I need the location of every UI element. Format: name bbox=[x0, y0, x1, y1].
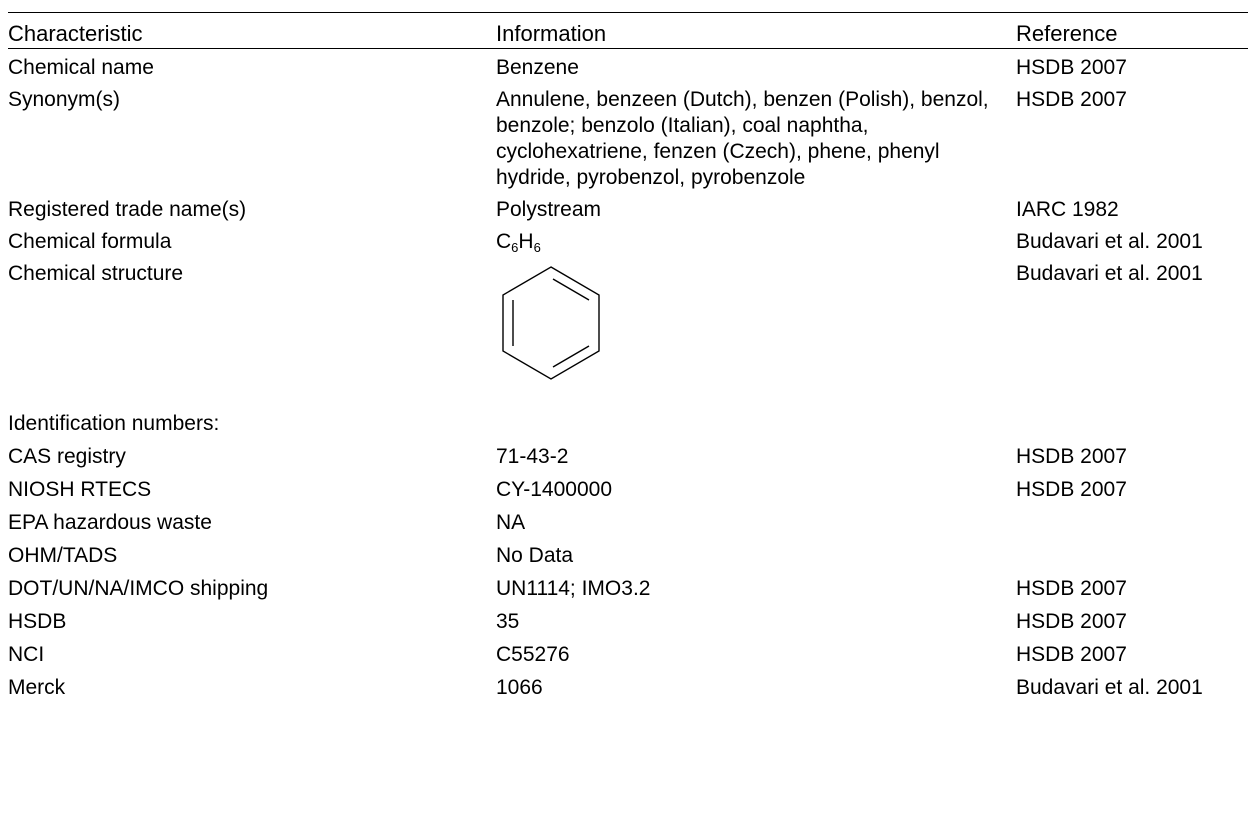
row-reference: Budavari et al. 2001 bbox=[1016, 676, 1203, 699]
table-row: Registered trade name(s) Polystream IARC… bbox=[8, 191, 1248, 223]
row-information: No Data bbox=[496, 544, 574, 567]
formula-carbon-count: 6 bbox=[511, 240, 519, 255]
table-row: DOT/UN/NA/IMCO shipping UN1114; IMO3.2 H… bbox=[8, 569, 1248, 602]
chemical-formula: C6H6 bbox=[496, 229, 1016, 255]
benzene-ring-structure bbox=[502, 266, 600, 380]
table-header-rule bbox=[8, 48, 1248, 49]
row-reference-empty bbox=[1016, 411, 1248, 437]
row-characteristic: HSDB bbox=[8, 610, 67, 633]
row-reference: HSDB 2007 bbox=[1016, 643, 1127, 666]
row-characteristic: Merck bbox=[8, 676, 66, 699]
row-characteristic: CAS registry bbox=[8, 445, 126, 468]
row-reference: HSDB 2007 bbox=[1016, 610, 1127, 633]
row-information: C55276 bbox=[496, 643, 570, 666]
table-row: HSDB 35 HSDB 2007 bbox=[8, 602, 1248, 635]
formula-hydrogen-count: 6 bbox=[533, 240, 541, 255]
row-information: NA bbox=[496, 511, 526, 534]
table-row: NIOSH RTECS CY-1400000 HSDB 2007 bbox=[8, 470, 1248, 503]
row-information: 71-43-2 bbox=[496, 445, 569, 468]
row-reference: Budavari et al. 2001 bbox=[1016, 262, 1203, 285]
formula-hydrogen: H bbox=[518, 230, 534, 253]
row-characteristic: NIOSH RTECS bbox=[8, 478, 152, 501]
table-row: EPA hazardous waste NA bbox=[8, 503, 1248, 536]
characteristics-table: Characteristic Information Reference Che… bbox=[8, 12, 1248, 701]
header-reference: Reference bbox=[1016, 21, 1118, 46]
row-reference: HSDB 2007 bbox=[1016, 445, 1127, 468]
row-reference: IARC 1982 bbox=[1016, 198, 1119, 221]
row-characteristic: Registered trade name(s) bbox=[8, 198, 247, 221]
row-information: UN1114; IMO3.2 bbox=[496, 577, 651, 600]
row-information: Benzene bbox=[496, 56, 579, 79]
table-row: NCI C55276 HSDB 2007 bbox=[8, 635, 1248, 668]
table-row: Merck 1066 Budavari et al. 2001 bbox=[8, 668, 1248, 701]
row-information-empty bbox=[496, 411, 1016, 437]
row-characteristic: NCI bbox=[8, 643, 45, 666]
row-reference: Budavari et al. 2001 bbox=[1016, 230, 1203, 253]
row-information: Annulene, benzeen (Dutch), benzen (Polis… bbox=[496, 88, 989, 189]
row-reference: HSDB 2007 bbox=[1016, 478, 1127, 501]
table-top-rule bbox=[8, 12, 1248, 13]
table-header-row: Characteristic Information Reference bbox=[8, 13, 1248, 48]
table-row: Synonym(s) Annulene, benzeen (Dutch), be… bbox=[8, 81, 1248, 191]
table-row: Chemical structure Budavari et al. 2001 bbox=[8, 255, 1248, 409]
row-characteristic: EPA hazardous waste bbox=[8, 511, 212, 534]
row-information: 1066 bbox=[496, 676, 543, 699]
row-reference: HSDB 2007 bbox=[1016, 577, 1127, 600]
table-row: CAS registry 71-43-2 HSDB 2007 bbox=[8, 437, 1248, 470]
row-reference: HSDB 2007 bbox=[1016, 56, 1127, 79]
table-row: Chemical name Benzene HSDB 2007 bbox=[8, 49, 1248, 81]
row-characteristic: Chemical formula bbox=[8, 230, 172, 253]
row-information: CY-1400000 bbox=[496, 478, 612, 501]
row-reference-empty bbox=[1016, 543, 1248, 569]
chemical-structure-cell bbox=[496, 261, 1016, 409]
row-information-cell: Annulene, benzeen (Dutch), benzen (Polis… bbox=[496, 87, 1016, 191]
row-characteristic: DOT/UN/NA/IMCO shipping bbox=[8, 577, 269, 600]
header-information: Information bbox=[496, 21, 607, 46]
row-information: Polystream bbox=[496, 198, 602, 221]
table-row: Chemical formula C6H6 Budavari et al. 20… bbox=[8, 223, 1248, 255]
row-information: 35 bbox=[496, 610, 520, 633]
header-characteristic: Characteristic bbox=[8, 21, 143, 46]
row-characteristic: OHM/TADS bbox=[8, 544, 118, 567]
row-reference: HSDB 2007 bbox=[1016, 88, 1127, 111]
row-characteristic: Chemical structure bbox=[8, 262, 184, 285]
table-row: OHM/TADS No Data bbox=[8, 536, 1248, 569]
table-row: Identification numbers: bbox=[8, 409, 1248, 437]
formula-carbon: C bbox=[496, 230, 512, 253]
row-characteristic: Chemical name bbox=[8, 56, 154, 79]
row-characteristic: Synonym(s) bbox=[8, 88, 121, 111]
row-reference-empty bbox=[1016, 510, 1248, 536]
row-characteristic: Identification numbers: bbox=[8, 412, 220, 435]
